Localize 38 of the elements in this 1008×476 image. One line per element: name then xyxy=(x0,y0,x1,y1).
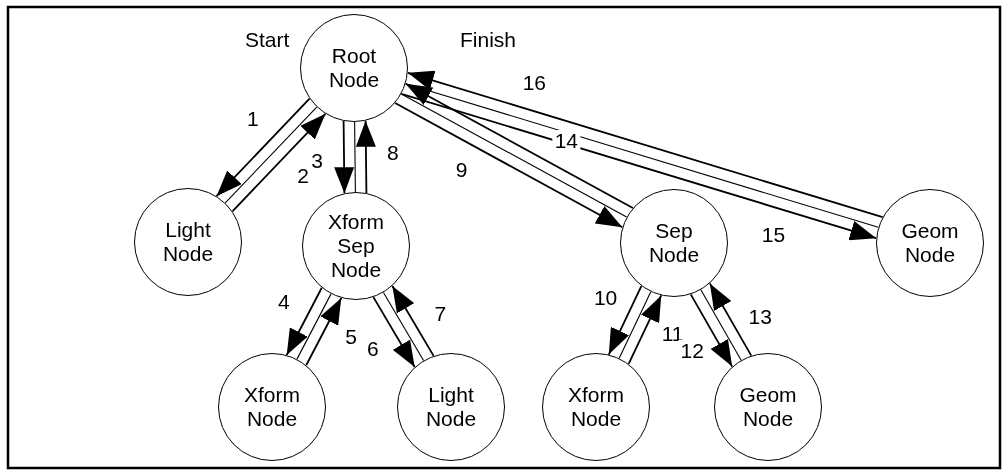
arrow xyxy=(355,119,376,194)
connector-line xyxy=(405,83,879,228)
arrow xyxy=(689,293,734,368)
arrow xyxy=(394,102,624,229)
node-label: Xform Node xyxy=(567,383,625,431)
node-label: Light Node xyxy=(424,383,478,431)
connector-line xyxy=(700,289,742,361)
arrow xyxy=(708,282,753,357)
node-circle xyxy=(300,14,408,122)
arrow xyxy=(404,82,634,209)
node-label: Xform Node xyxy=(243,383,301,431)
edge-label: 14 xyxy=(552,129,580,152)
arrow xyxy=(406,70,884,218)
arrow xyxy=(305,297,343,367)
arrow xyxy=(334,120,355,195)
connector-line xyxy=(354,121,356,193)
arrow xyxy=(231,112,327,213)
arrow xyxy=(627,294,663,365)
connector-line xyxy=(618,291,652,359)
node-label: Sep Node xyxy=(647,219,701,267)
arrow xyxy=(391,285,435,357)
arrow xyxy=(607,285,643,356)
node-label: Geom Node xyxy=(900,219,960,267)
connector-line xyxy=(382,291,425,362)
note-label: Finish xyxy=(460,28,517,52)
arrow xyxy=(400,93,878,241)
node-circle xyxy=(620,189,728,297)
arrow xyxy=(372,296,416,368)
connector-line xyxy=(224,106,318,204)
node-label: Root Node xyxy=(327,44,381,92)
note-label: Start xyxy=(245,28,290,52)
node-label: Light Node xyxy=(161,218,215,266)
arrow xyxy=(285,286,323,356)
node-label: Geom Node xyxy=(738,383,798,431)
connector-line xyxy=(296,293,332,360)
arrow xyxy=(215,97,311,198)
connector-line xyxy=(400,93,628,218)
node-label: Xform Sep Node xyxy=(327,210,385,282)
